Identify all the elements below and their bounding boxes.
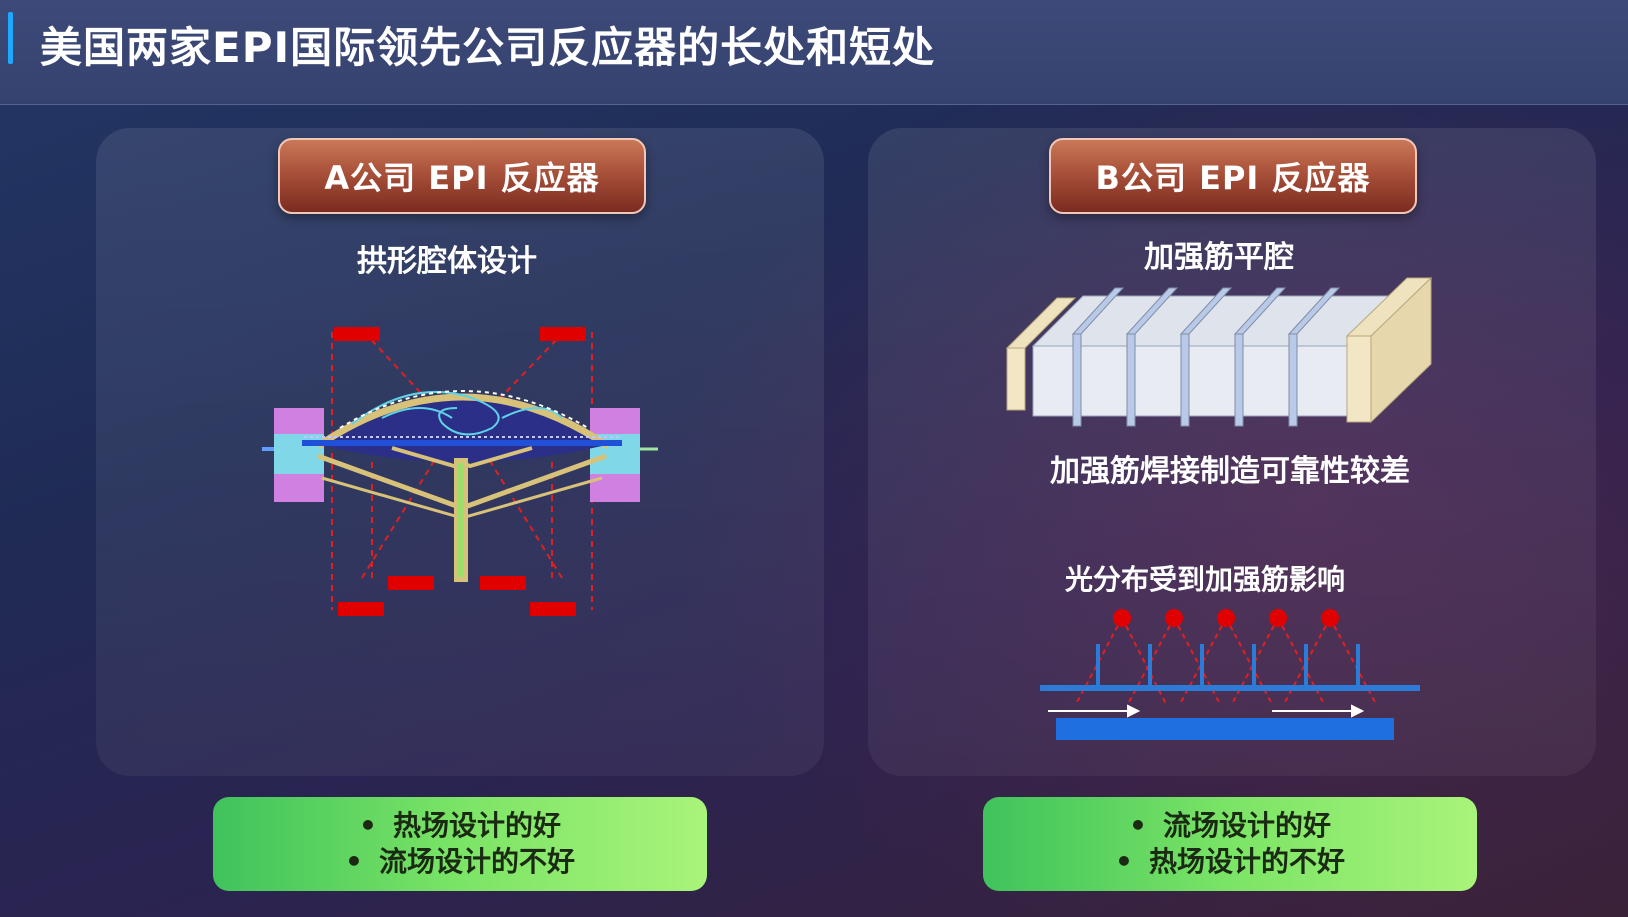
ribbed-flat-chamber-diagram bbox=[1005, 276, 1433, 427]
company-a-subtitle: 拱形腔体设计 bbox=[357, 244, 537, 279]
light-distribution-diagram bbox=[1040, 609, 1420, 740]
company-a-tag: A公司 EPI 反应器 bbox=[278, 138, 646, 214]
company-b-subtitle: 加强筋平腔 bbox=[1144, 240, 1294, 275]
slide-header: 美国两家EPI国际领先公司反应器的长处和短处 bbox=[0, 0, 1628, 105]
summary-item: •热场设计的不好 bbox=[1114, 845, 1345, 878]
accent-bar bbox=[8, 12, 13, 64]
summary-item: •热场设计的好 bbox=[358, 809, 561, 842]
company-b-tag: B公司 EPI 反应器 bbox=[1049, 138, 1417, 214]
arched-chamber-diagram bbox=[262, 327, 658, 616]
company-a-summary: •热场设计的好 •流场设计的不好 bbox=[213, 797, 707, 891]
light-distribution-caption: 光分布受到加强筋影响 bbox=[1065, 563, 1346, 596]
company-b-panel bbox=[868, 128, 1596, 776]
summary-item: •流场设计的不好 bbox=[344, 845, 575, 878]
summary-item: •流场设计的好 bbox=[1128, 809, 1331, 842]
company-b-note: 加强筋焊接制造可靠性较差 bbox=[1050, 454, 1410, 489]
slide-title: 美国两家EPI国际领先公司反应器的长处和短处 bbox=[40, 23, 936, 72]
company-b-summary: •流场设计的好 •热场设计的不好 bbox=[983, 797, 1477, 891]
